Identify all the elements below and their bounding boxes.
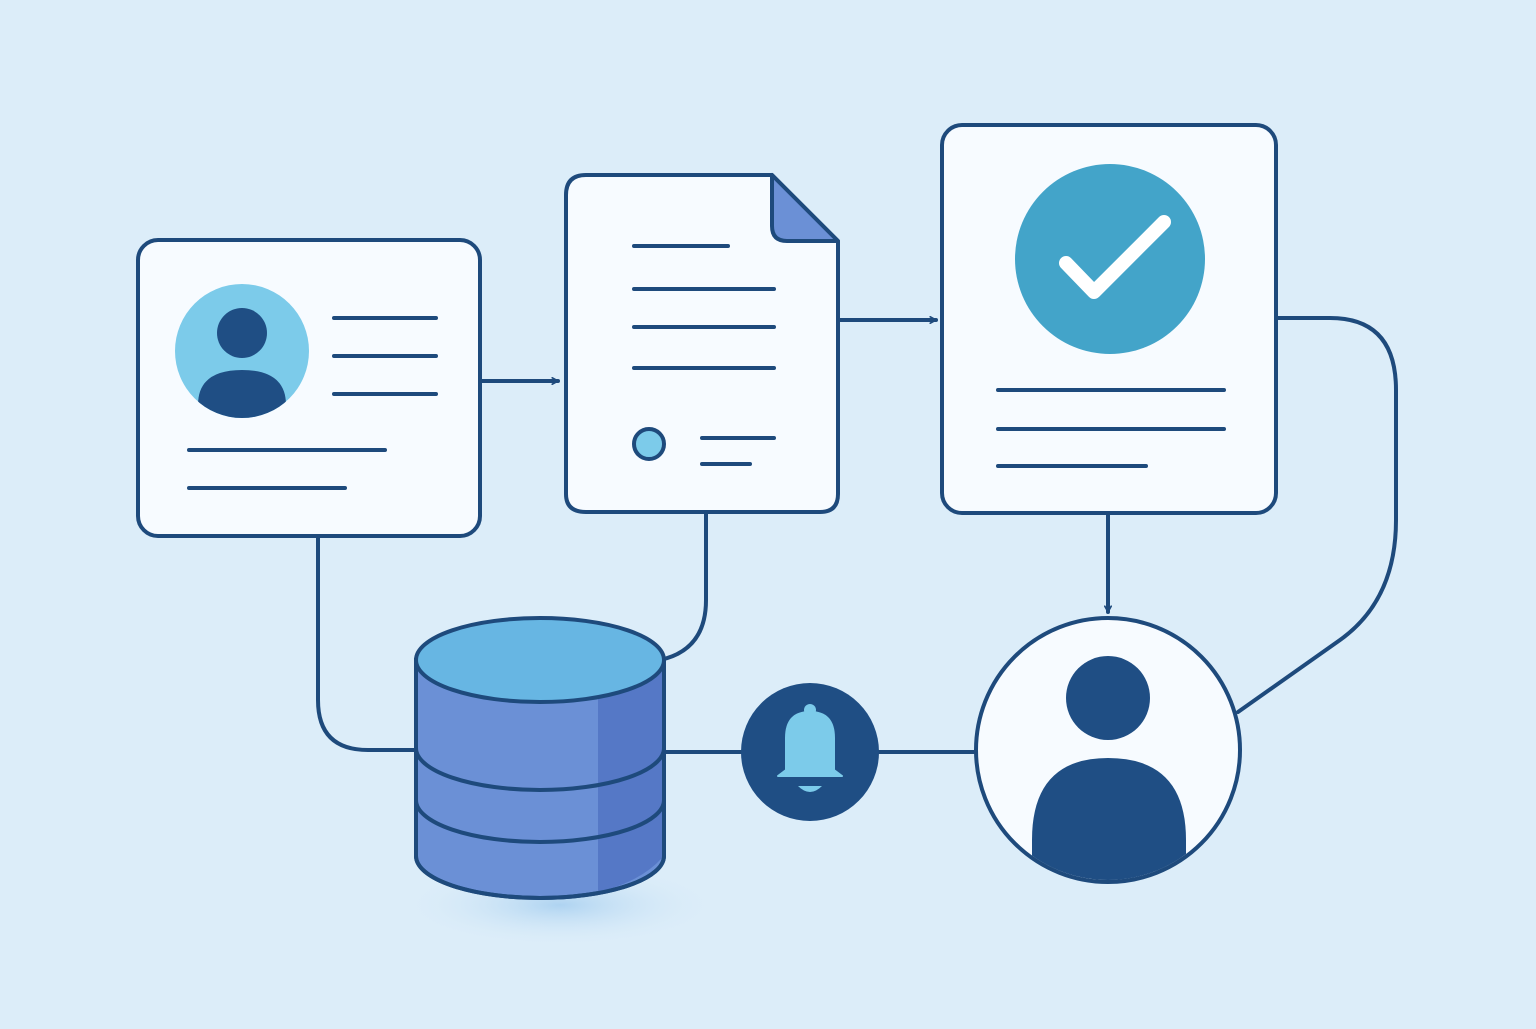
user-body (1032, 758, 1186, 880)
edge-profile-to-database (316, 536, 418, 752)
document-frame (564, 173, 840, 514)
database-ring-2 (414, 799, 666, 844)
approval-card (940, 123, 1278, 515)
document (564, 173, 840, 514)
database-side-shade (598, 668, 662, 892)
document-text-lines (632, 244, 776, 466)
user-avatar-icon (175, 284, 309, 418)
connectors (316, 316, 1398, 754)
edge-document-to-database (658, 512, 708, 662)
database-top (414, 616, 666, 704)
user-head (1066, 656, 1150, 740)
profile-card (136, 238, 482, 538)
bell-icon (741, 683, 879, 821)
document-bullet-icon (632, 427, 666, 461)
bell-clapper (798, 786, 822, 792)
database-icon (400, 616, 720, 947)
profile-text-lines (187, 316, 438, 490)
page-fold-icon (770, 173, 840, 243)
database-body-outline (414, 660, 666, 900)
checkmark-icon (1015, 164, 1205, 354)
edge-approval-to-user-curve (1236, 316, 1398, 714)
approval-text-lines (996, 388, 1226, 468)
bell-top (804, 704, 816, 716)
user-icon (974, 616, 1242, 884)
database-ring-1 (414, 747, 666, 792)
